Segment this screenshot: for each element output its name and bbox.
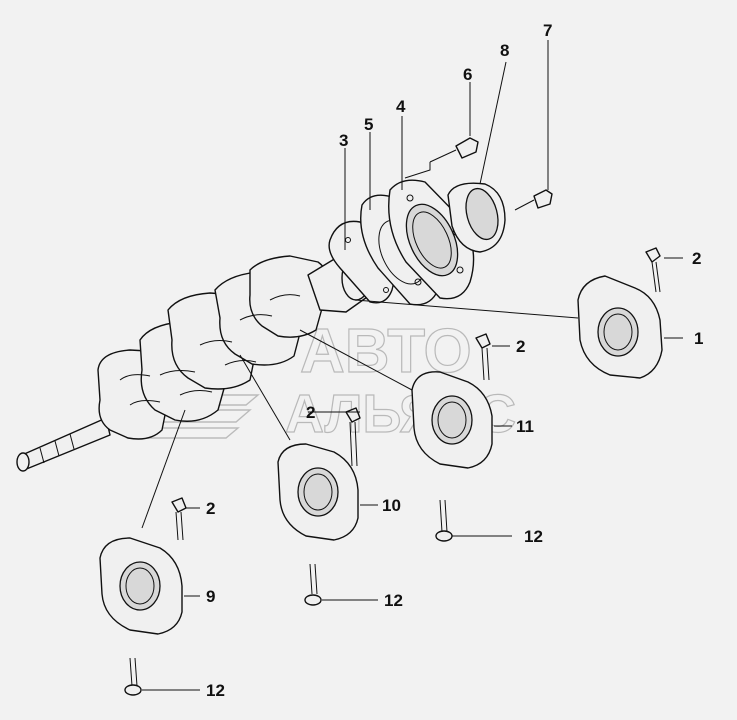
part-1-bearing-cap	[577, 275, 663, 379]
callout-11: 11	[516, 417, 534, 436]
part-11-bearing-cap	[411, 371, 493, 469]
part-8-oil-seal	[447, 182, 506, 253]
callout-12-a: 12	[524, 527, 543, 546]
callout-7: 7	[543, 21, 552, 40]
part-6-bolt	[429, 137, 479, 163]
part-2-bolt-b	[475, 333, 491, 381]
part-12-bolt-a	[435, 499, 453, 542]
callout-4: 4	[396, 97, 406, 116]
callout-2-d: 2	[206, 499, 215, 518]
callout-labels: 3 5 4 6 8 7 2 1 2 2 11 2 10 9 12 12 12	[206, 21, 703, 700]
part-12-bolt-b	[304, 563, 322, 606]
callout-2-b: 2	[516, 337, 525, 356]
callout-1: 1	[694, 329, 703, 348]
part-9-bearing-cap	[99, 537, 183, 635]
part-2-bolt-a	[645, 247, 661, 293]
part-7-bolt	[533, 189, 553, 209]
callout-5: 5	[364, 115, 373, 134]
callout-2-c: 2	[306, 403, 315, 422]
callout-6: 6	[463, 65, 472, 84]
part-2-bolt-d	[171, 497, 187, 541]
callout-12-c: 12	[206, 681, 225, 700]
callout-3: 3	[339, 131, 348, 150]
part-12-bolt-c	[124, 657, 142, 696]
callout-10: 10	[382, 496, 401, 515]
callout-2-a: 2	[692, 249, 701, 268]
callout-12-b: 12	[384, 591, 403, 610]
callout-9: 9	[206, 587, 215, 606]
callout-8: 8	[500, 41, 509, 60]
part-10-bearing-cap	[277, 443, 359, 541]
part-4-seal-housing	[388, 179, 475, 300]
leader-lines	[141, 40, 683, 691]
